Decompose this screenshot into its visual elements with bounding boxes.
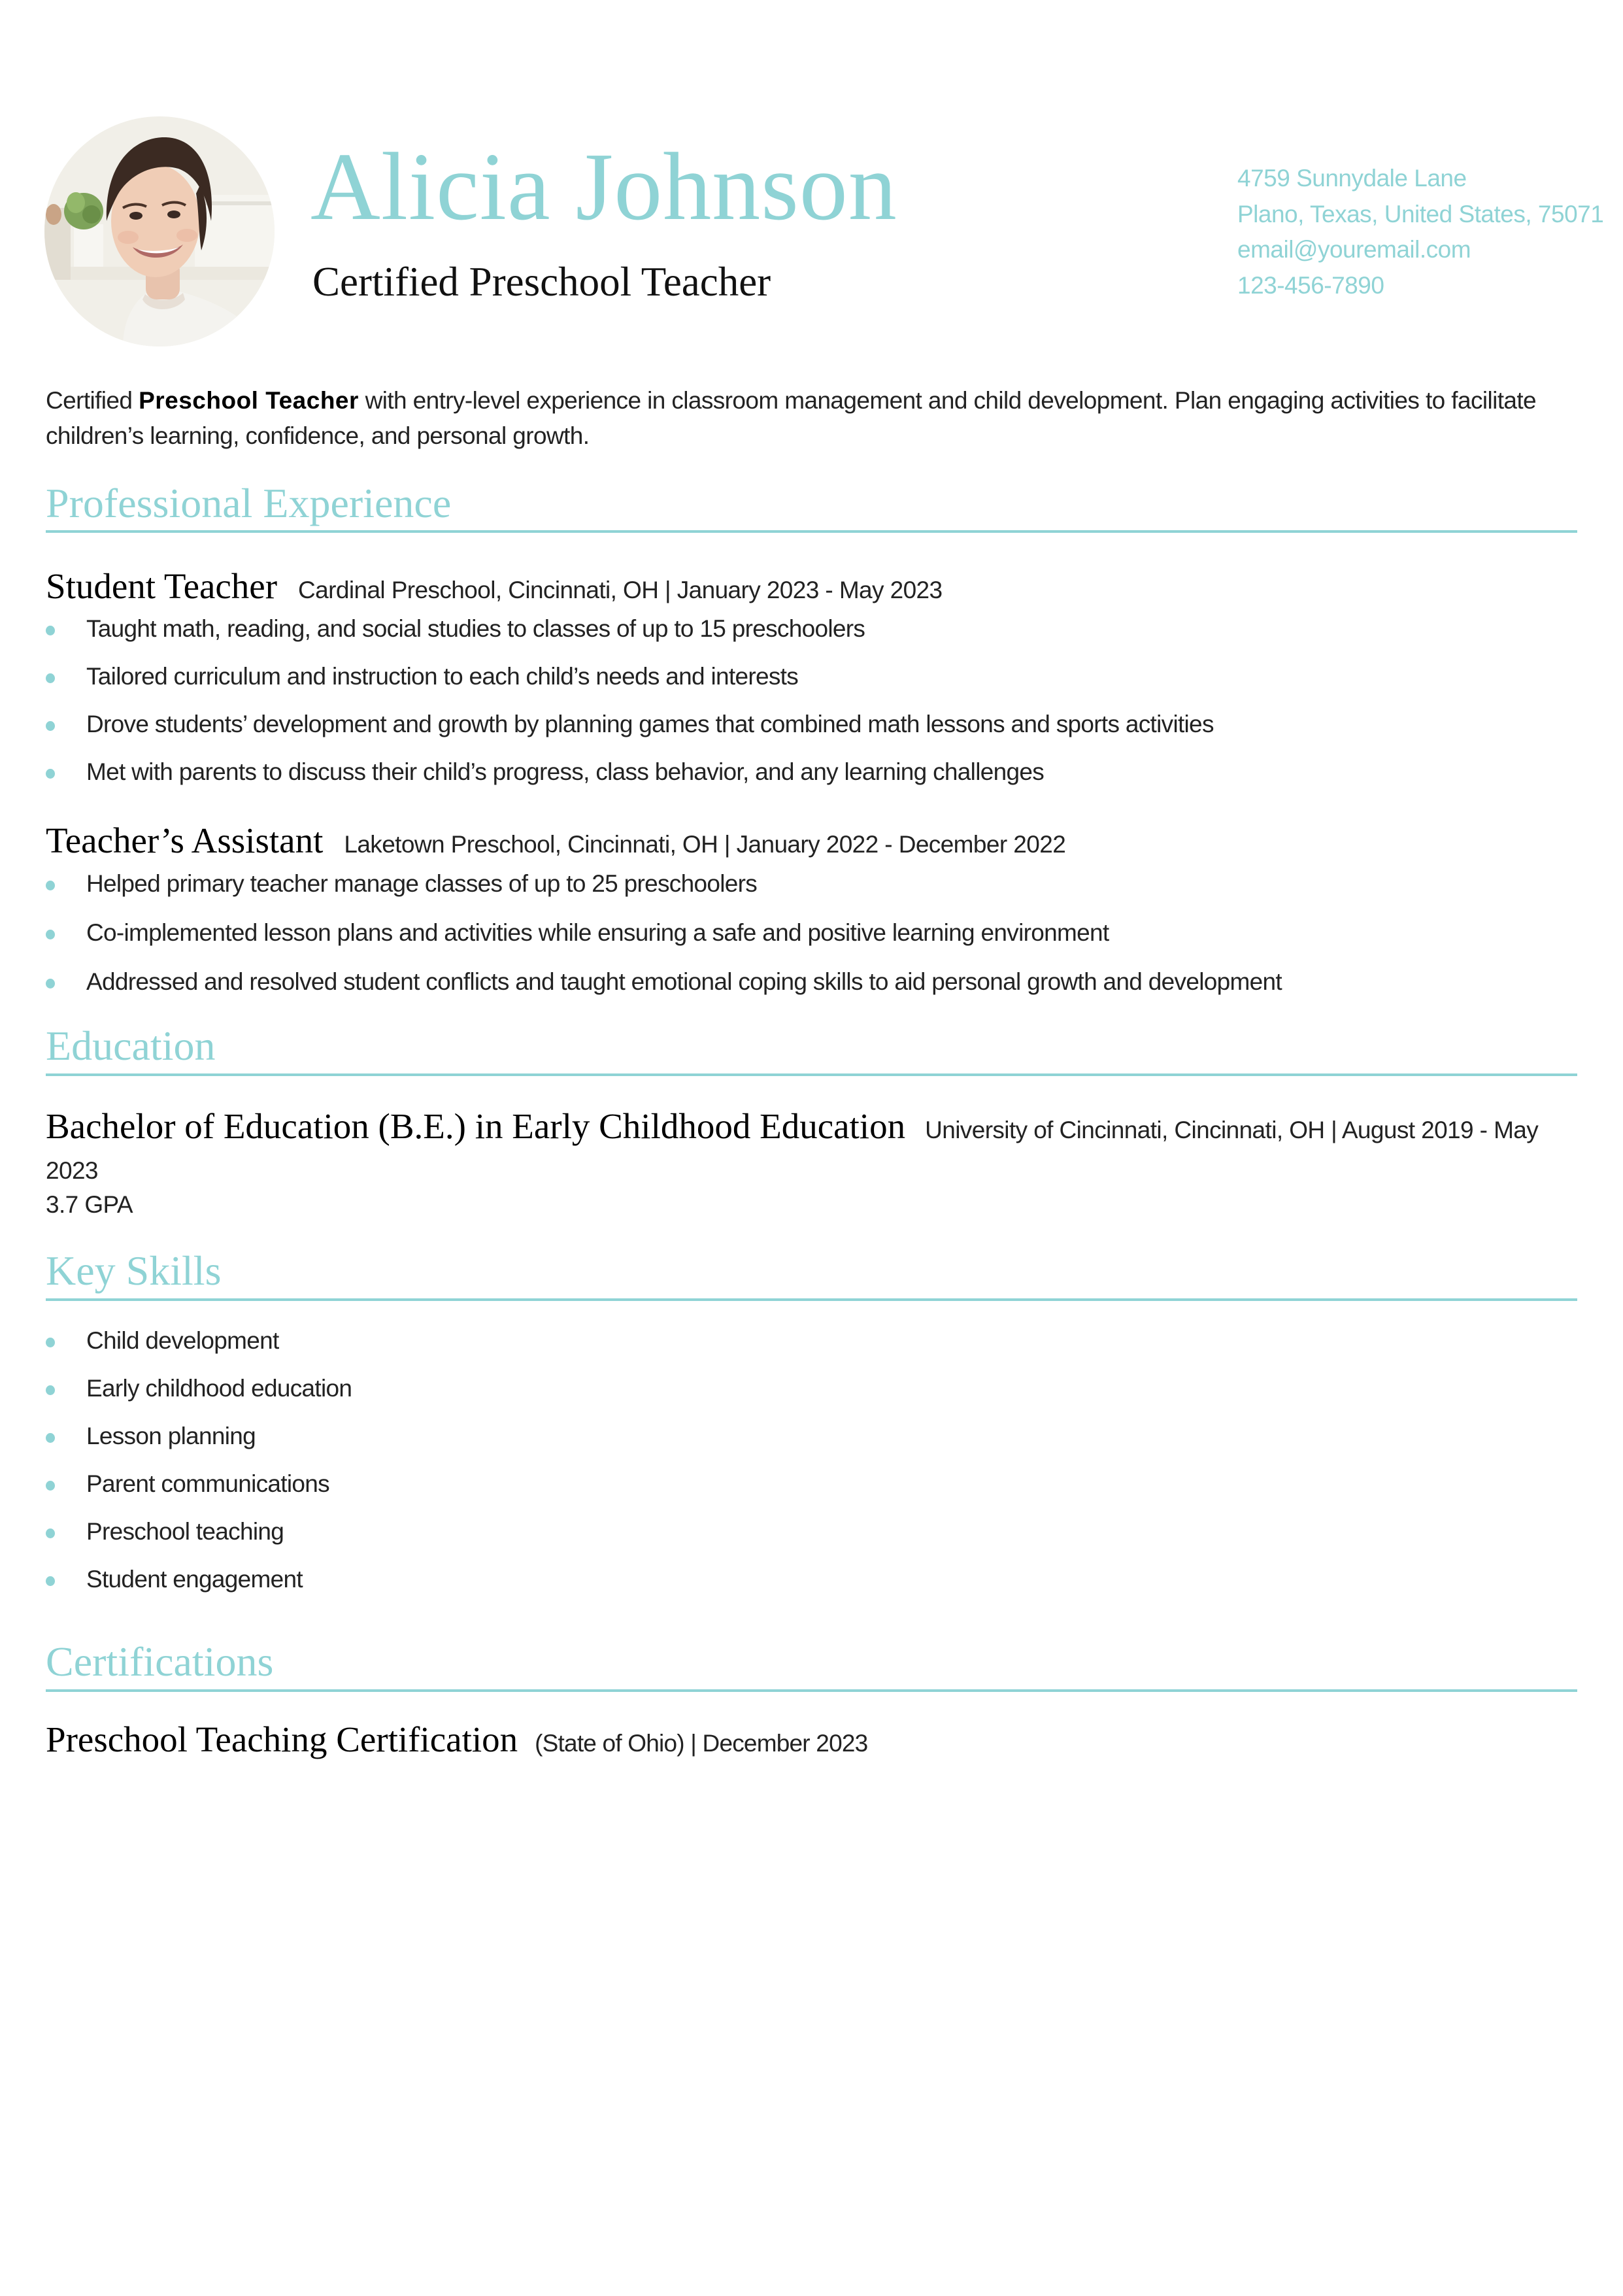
list-item: Tailored curriculum and instruction to e… <box>46 664 1214 688</box>
bullet-dot-icon <box>46 979 55 988</box>
bullet-dot-icon <box>46 626 55 635</box>
profile-photo <box>44 116 275 346</box>
job-title: Teacher’s Assistant <box>46 820 324 860</box>
summary-suffix: with entry-level experience in classroom… <box>46 387 1537 449</box>
contact-block: 4759 Sunnydale Lane Plano, Texas, United… <box>1237 161 1604 303</box>
list-item: Helped primary teacher manage classes of… <box>46 871 1282 896</box>
bullet-dot-icon <box>46 673 55 683</box>
skill-item: Lesson planning <box>46 1424 352 1448</box>
bullet-dot-icon <box>46 1481 55 1491</box>
gpa-value: 3.7 GPA <box>46 1191 133 1218</box>
address-line-1: 4759 Sunnydale Lane <box>1237 165 1467 192</box>
email-link[interactable]: email@youremail.com <box>1237 236 1471 263</box>
section-heading-skills: Key Skills <box>46 1247 222 1294</box>
job-bullets: Helped primary teacher manage classes of… <box>46 871 1282 994</box>
job-bullets: Taught math, reading, and social studies… <box>46 616 1214 784</box>
certification-meta: (State of Ohio) | December 2023 <box>535 1730 868 1757</box>
skill-item: Student engagement <box>46 1567 352 1591</box>
section-heading-experience: Professional Experience <box>46 480 452 526</box>
address-line-2: Plano, Texas, United States, 75071 <box>1237 200 1604 228</box>
skill-item: Preschool teaching <box>46 1519 352 1544</box>
bullet-dot-icon <box>46 881 55 890</box>
summary-prefix: Certified <box>46 387 139 414</box>
list-item: Met with parents to discuss their child’… <box>46 760 1214 784</box>
phone-number: 123-456-7890 <box>1237 271 1384 299</box>
job-header: Teacher’s Assistant Laketown Preschool, C… <box>46 820 1066 860</box>
job-header: Student Teacher Cardinal Preschool, Cinci… <box>46 568 943 604</box>
summary-bold-role: Preschool Teacher <box>139 387 359 414</box>
list-item: Drove students’ development and growth b… <box>46 712 1214 736</box>
list-item: Taught math, reading, and social studies… <box>46 616 1214 641</box>
certification-name: Preschool Teaching Certification <box>46 1719 518 1759</box>
job-title: Student Teacher <box>46 566 278 606</box>
list-item: Addressed and resolved student conflicts… <box>46 970 1282 994</box>
skill-item: Early childhood education <box>46 1376 352 1400</box>
list-item: Co-implemented lesson plans and activiti… <box>46 920 1282 945</box>
bullet-dot-icon <box>46 930 55 939</box>
bullet-dot-icon <box>46 1338 55 1347</box>
section-divider <box>46 1073 1577 1076</box>
bullet-dot-icon <box>46 1385 55 1395</box>
candidate-name: Alicia Johnson <box>310 133 897 241</box>
bullet-dot-icon <box>46 721 55 731</box>
candidate-title: Certified Preschool Teacher <box>312 259 771 305</box>
job-meta: Cardinal Preschool, Cincinnati, OH | Jan… <box>298 577 943 603</box>
education-meta: University of Cincinnati, Cincinnati, OH… <box>46 1117 1539 1184</box>
section-divider <box>46 530 1577 533</box>
bullet-dot-icon <box>46 1528 55 1538</box>
bullet-dot-icon <box>46 1576 55 1586</box>
section-divider <box>46 1298 1577 1301</box>
education-entry: Bachelor of Education (B.E.) in Early Ch… <box>46 1106 1582 1194</box>
summary-paragraph: Certified Preschool Teacher with entry-l… <box>46 383 1582 454</box>
degree-name: Bachelor of Education (B.E.) in Early Ch… <box>46 1106 906 1146</box>
bullet-dot-icon <box>46 1433 55 1443</box>
job-meta: Laketown Preschool, Cincinnati, OH | Jan… <box>344 831 1066 858</box>
portrait-illustration <box>44 116 275 346</box>
skill-item: Parent communications <box>46 1472 352 1496</box>
skills-list: Child development Early childhood educat… <box>46 1328 352 1591</box>
section-divider <box>46 1689 1577 1692</box>
skill-item: Child development <box>46 1328 352 1353</box>
section-heading-certifications: Certifications <box>46 1638 274 1685</box>
bullet-dot-icon <box>46 769 55 779</box>
certification-entry: Preschool Teaching Certification (State o… <box>46 1719 868 1759</box>
section-heading-education: Education <box>46 1022 216 1069</box>
